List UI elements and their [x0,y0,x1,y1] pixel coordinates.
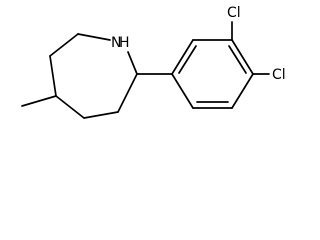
bond-inner-ar1-ar2 [178,45,197,74]
bonds [21,21,270,119]
structure-diagram: N H Cl Cl [0,0,298,126]
bond-c3-c2 [117,73,138,113]
chlorine-top-label: Cl [227,5,241,21]
atom-labels: N H Cl Cl [111,5,286,83]
bond-ar1-ar2 [171,39,194,75]
bond-c5-c4 [55,95,85,119]
bond-ar3-ar4 [231,39,254,75]
bond-ar4-ar5 [231,73,254,109]
bond-c6-c5 [49,55,57,97]
bond-c7-c6 [49,33,79,57]
bond-n-c7 [77,33,111,41]
nitrogen-hydrogen-label: H [119,35,130,51]
nitrogen-label: N [111,35,121,51]
bond-c2-n [127,51,138,75]
chlorine-right-label: Cl [272,67,286,83]
bond-inner-ar3-ar4 [228,45,247,74]
bond-c5-methyl [21,95,57,107]
bond-c4-c3 [83,111,119,119]
molecule-drawing: N H Cl Cl [21,5,286,119]
bond-ar6-ar1 [171,73,194,109]
